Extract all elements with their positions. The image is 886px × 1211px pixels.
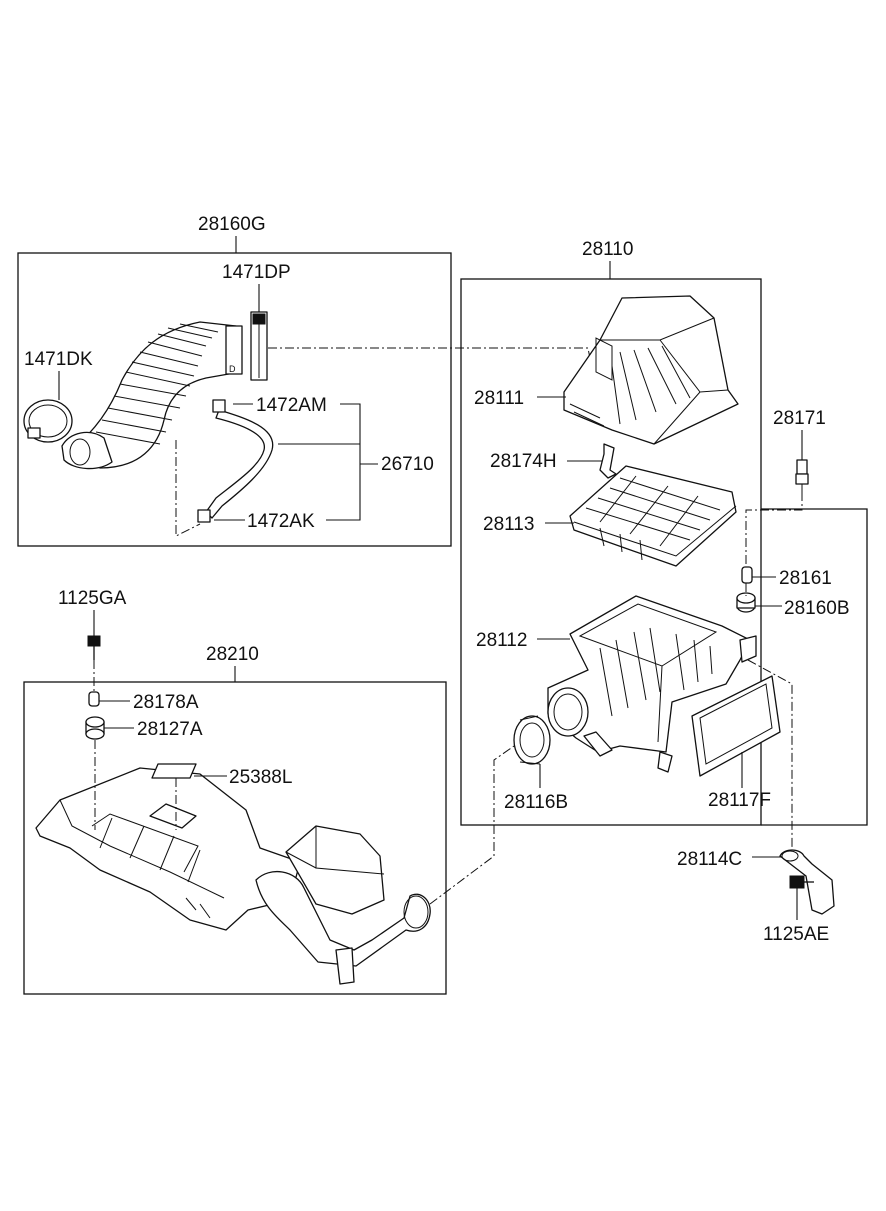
label-28160G: 28160G: [198, 214, 266, 235]
breather-hose-26710-part[interactable]: [197, 399, 274, 523]
gasket-28117F-part[interactable]: [691, 675, 781, 777]
clamp-1471DK-part[interactable]: [23, 399, 73, 443]
label-25388L: 25388L: [229, 767, 292, 788]
label-28117F: 28117F: [708, 790, 771, 811]
label-1471DP: 1471DP: [222, 262, 291, 283]
clip-1471DP-part[interactable]: [250, 311, 268, 381]
air-cleaner-cover-28111-part[interactable]: [563, 295, 739, 445]
label-28174H: 28174H: [490, 451, 557, 472]
grommet-28127A-part[interactable]: [85, 716, 105, 740]
label-28161: 28161: [779, 568, 832, 589]
label-1471DK: 1471DK: [24, 349, 93, 370]
air-filter-28113-part[interactable]: [569, 465, 737, 567]
clip-28174H-part[interactable]: [599, 443, 617, 479]
bracket-28114C-part[interactable]: [779, 849, 835, 915]
svg-text:D: D: [229, 364, 236, 374]
label-28127A: 28127A: [137, 719, 203, 740]
air-cleaner-group-box-extension: [761, 508, 868, 826]
label-1125AE: 1125AE: [763, 924, 829, 945]
label-28110: 28110: [582, 239, 633, 260]
label-28210: 28210: [206, 644, 259, 665]
label-28116B: 28116B: [504, 792, 568, 813]
label-28114C: 28114C: [677, 849, 742, 870]
label-28113: 28113: [483, 514, 534, 535]
air-cleaner-body-28112-part[interactable]: [547, 595, 757, 773]
label-28171: 28171: [773, 408, 826, 429]
intake-hose-group-box: [17, 252, 452, 547]
label-28111: 28111: [474, 388, 524, 409]
air-cleaner-group-box: [460, 278, 762, 826]
resonator-duct-part[interactable]: [35, 767, 431, 985]
collar-28161-part[interactable]: [741, 566, 753, 584]
label-26710: 26710: [381, 454, 434, 475]
label-1125GA: 1125GA: [58, 588, 127, 609]
grommet-28160B-part[interactable]: [736, 592, 756, 613]
collar-28178A-part[interactable]: [88, 691, 100, 707]
intake-seal-28116B-part[interactable]: [513, 715, 551, 765]
label-28178A: 28178A: [133, 692, 199, 713]
bolt-1125GA-part[interactable]: [87, 635, 101, 660]
label-sticker-25388L-part[interactable]: [151, 763, 197, 779]
label-1472AK: 1472AK: [247, 511, 315, 532]
bolt-28171-part[interactable]: [795, 459, 809, 492]
label-1472AM: 1472AM: [256, 395, 327, 416]
label-28112: 28112: [476, 630, 527, 651]
intake-hose-part[interactable]: D: [61, 321, 243, 470]
label-28160B: 28160B: [784, 598, 850, 619]
